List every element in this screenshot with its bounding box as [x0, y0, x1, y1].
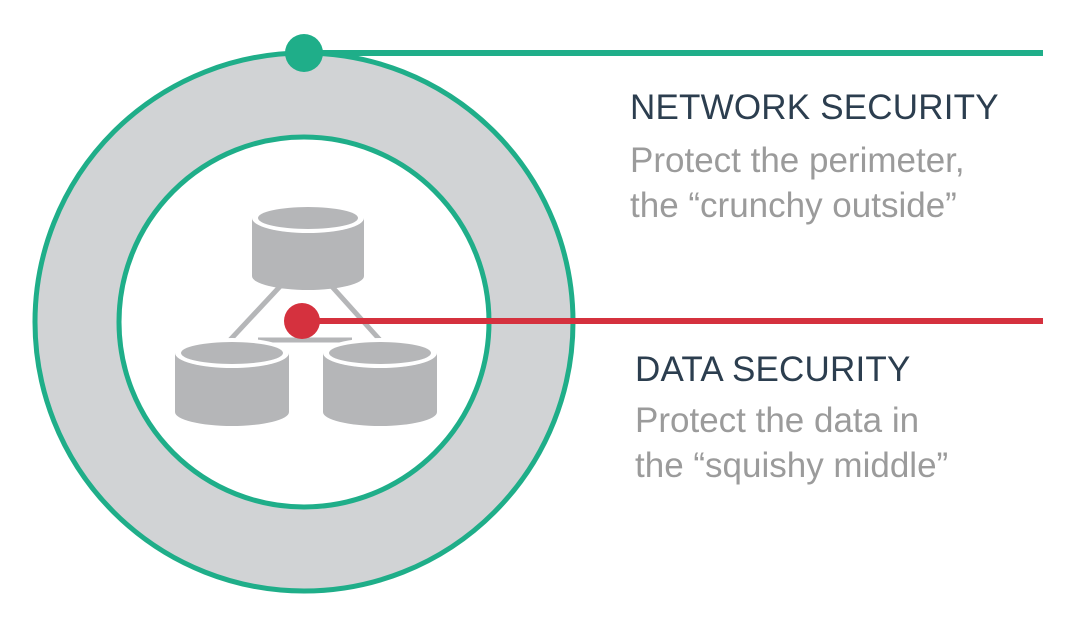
network-security-label: NETWORK SECURITY Protect the perimeter, …: [630, 88, 999, 228]
network-security-desc-line1: Protect the perimeter,: [630, 141, 965, 180]
network-pointer-dot: [285, 34, 323, 72]
data-security-desc-line2: the “squishy middle”: [635, 446, 949, 485]
network-security-heading: NETWORK SECURITY: [630, 88, 999, 127]
data-pointer-dot: [284, 303, 320, 339]
data-security-desc-line1: Protect the data in: [635, 401, 920, 440]
data-security-heading: DATA SECURITY: [635, 350, 911, 389]
database-icon: [323, 338, 437, 426]
database-connectors: [228, 278, 382, 343]
network-security-desc-line2: the “crunchy outside”: [630, 186, 957, 225]
database-icon: [252, 203, 364, 290]
database-icon: [175, 338, 289, 426]
data-security-label: DATA SECURITY Protect the data in the “s…: [635, 350, 948, 488]
